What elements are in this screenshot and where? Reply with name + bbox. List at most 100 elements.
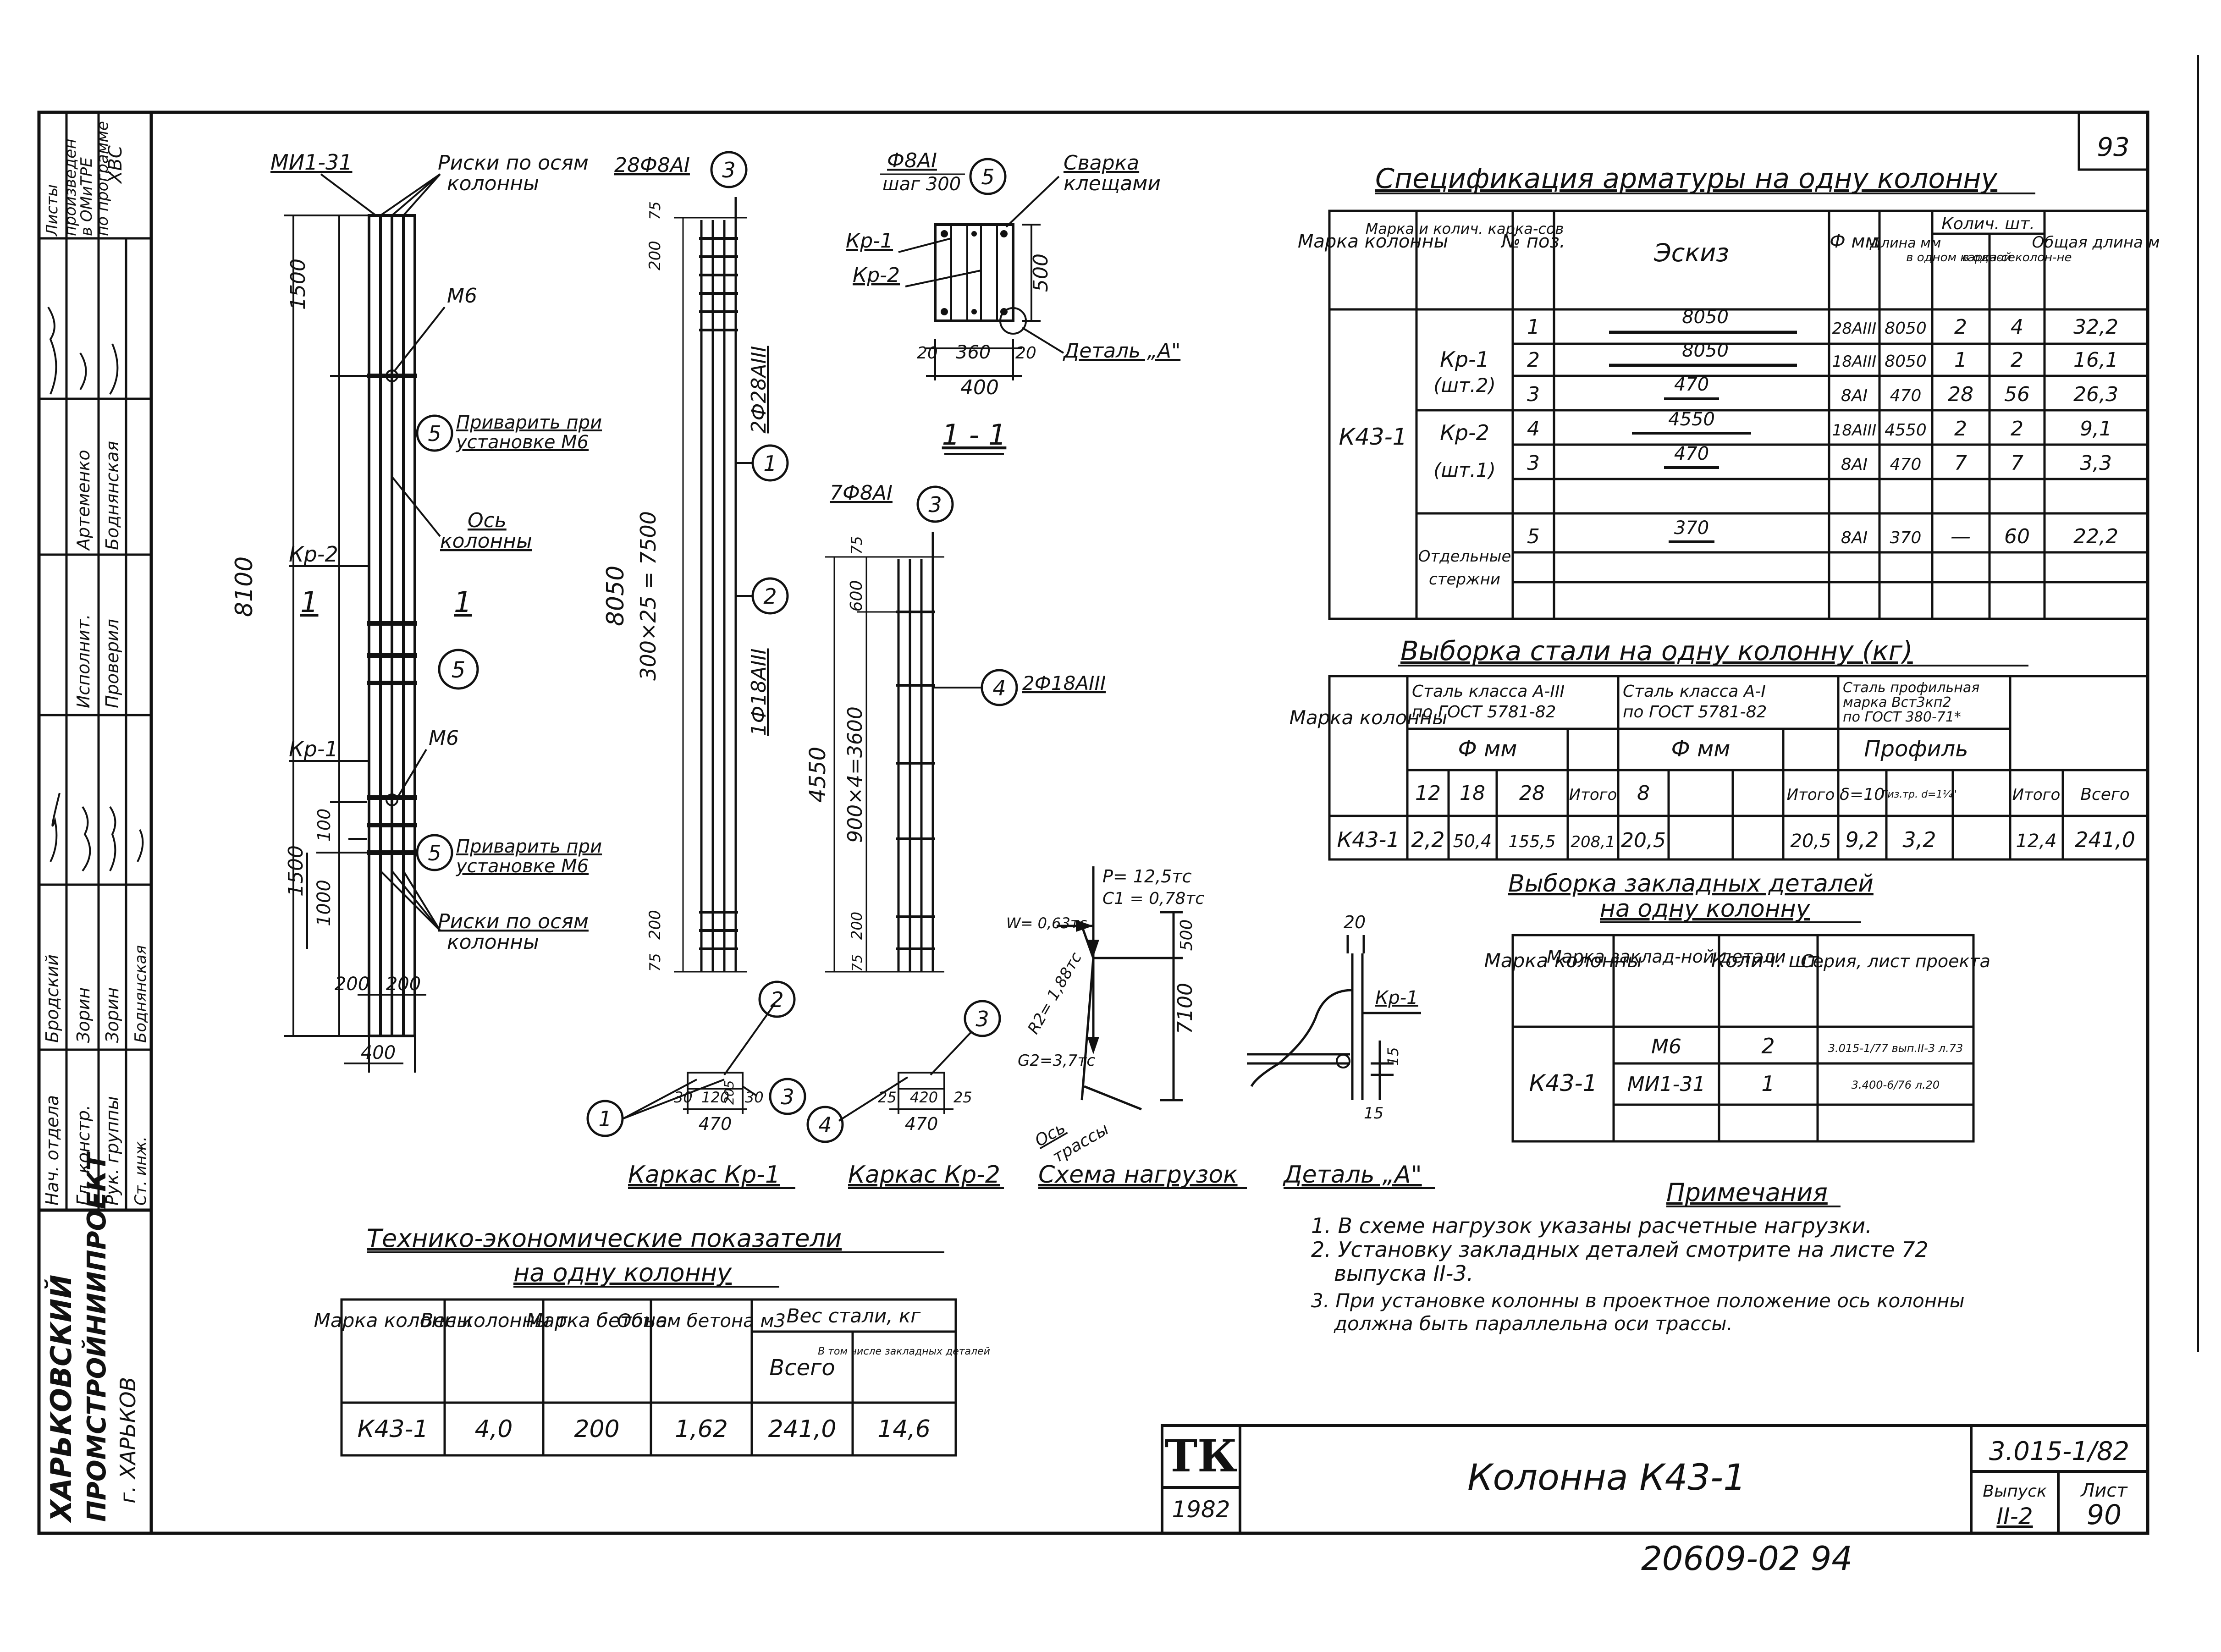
emb-h-mark: Марка колонны — [1484, 949, 1642, 972]
spec-cell: 32,2 — [2073, 315, 2118, 339]
col-dim-1000: 1000 — [314, 880, 335, 926]
kr1-detail: 1 2 3 30 120 205 30 470 Каркас Кр-1 — [586, 980, 806, 1189]
steel-subheaders: 12 18 28 Итого 8 Итого δ=10 Гиз.тр. d=1¼… — [1415, 782, 2130, 805]
emb-mark: К43-1 — [1529, 1070, 1598, 1096]
spec-cell: 9,1 — [2080, 417, 2112, 441]
load-r: R2= 1,88тс — [1024, 949, 1086, 1037]
section-d20a: 20 — [917, 344, 938, 363]
table-row: 2 8050 18АIII 8050 1 2 16,1 — [1527, 340, 2118, 372]
kr1d-d30b: 30 — [745, 1089, 764, 1106]
steel-cell: 241,0 — [2075, 827, 2135, 852]
left-stamp — [39, 112, 151, 1210]
note-1: 1. В схеме нагрузок указаны расчетные на… — [1311, 1213, 1872, 1238]
kr2-dim-bot75: 75 — [849, 954, 865, 972]
steel-cell: 155,5 — [1508, 832, 1555, 851]
col-marker-5a: 5 — [428, 421, 441, 446]
spec-cell: 4 — [2011, 315, 2023, 339]
archive-number: 20609-02 94 — [1641, 1539, 1852, 1578]
tech-cell: 1,62 — [675, 1415, 728, 1443]
spec-cell: 370 — [1890, 529, 1922, 547]
steel-sub: 28 — [1519, 782, 1545, 805]
col-top-label: МИ1-31 — [270, 150, 353, 175]
org-name-2: ПРОМСТРОЙНИИПРОЕКТ — [82, 1151, 112, 1522]
weld-label-1: Сварка — [1064, 151, 1139, 175]
marker-circle — [586, 1100, 624, 1137]
table-row: К43-1 4,0 200 1,62 241,0 14,6 — [358, 1415, 931, 1443]
risk-top-2: колонны — [447, 172, 539, 195]
spec-cell: 370 — [1674, 518, 1709, 539]
tech-h-concrete: Марка бетона — [526, 1309, 667, 1332]
spec-title: Спецификация арматуры на одну колонну — [1375, 163, 1998, 195]
tech-cell: 14,6 — [877, 1415, 931, 1443]
col-marker-5c: 5 — [428, 841, 441, 865]
steel-profile: Профиль — [1864, 736, 1968, 762]
table-row: 3 470 8АI 470 28 56 26,3 — [1527, 374, 2118, 406]
spec-cell: — — [1951, 525, 1971, 548]
marker-circle — [416, 414, 453, 452]
tech-cell: 200 — [574, 1415, 619, 1443]
signatures — [47, 306, 144, 872]
section-cut-right: 1 — [454, 585, 472, 619]
tech-table: Технико-экономические показатели на одну… — [314, 1224, 990, 1457]
kr2-dim-75: 75 — [848, 536, 865, 555]
spec-column-mark: К43-1 — [1339, 424, 1407, 450]
kr1d-d30a: 30 — [674, 1089, 693, 1106]
emb-cell: 1 — [1761, 1071, 1775, 1096]
spec-cell: 16,1 — [2073, 348, 2118, 372]
section-rebar-dots — [941, 230, 1008, 315]
spec-cell: 3 — [1527, 452, 1540, 475]
kr1d-d470: 470 — [699, 1114, 732, 1134]
kr1-dim-bot75: 75 — [646, 953, 664, 972]
spec-group1-b: (шт.2) — [1433, 374, 1496, 396]
load-scheme: P= 12,5тс C1 = 0,78тс W= 0,63тс R2= 1,88… — [1006, 866, 1247, 1189]
load-d500: 500 — [1177, 920, 1196, 951]
steel-phi2: Ф мм — [1671, 736, 1731, 762]
col-dim-400: 400 — [361, 1042, 396, 1063]
tech-h-weight: Вес колонны т — [420, 1309, 568, 1332]
spec-cell: 2 — [2011, 348, 2023, 372]
kr2d-m3: 3 — [975, 1007, 989, 1031]
steel-sub: Итого — [1787, 786, 1835, 804]
frame-kr1-elevation: 28Ф8АI 3 75 200 8050 300×25 = 7500 200 7… — [602, 151, 789, 973]
kr1d-m2: 2 — [770, 987, 783, 1012]
weld-top-2: установке М6 — [456, 432, 589, 453]
spec-cell: 7 — [1954, 452, 1967, 475]
spec-cell: 8050 — [1885, 352, 1927, 371]
stamp-notes: Листы произведен в ОМиТРЕ по программе Х… — [43, 121, 126, 237]
steel-cell: 50,4 — [1453, 831, 1492, 851]
steel-cell: 208,1 — [1571, 833, 1615, 851]
spec-cell: 2 — [1527, 348, 1540, 372]
detail-a-d15b: 15 — [1364, 1104, 1383, 1123]
steel-g2-b: по ГОСТ 5781-82 — [1623, 703, 1767, 721]
emb-h-part: Марка заклад-ной детали — [1547, 947, 1786, 967]
col-dim-100: 100 — [314, 809, 334, 842]
detail-a-d15a: 15 — [1384, 1047, 1402, 1066]
emb-cell: 3.015-1/77 вып.II-3 л.73 — [1828, 1042, 1963, 1055]
risk-bottom-1: Риски по осям — [438, 910, 589, 933]
col-dim-top: 1500 — [287, 259, 310, 310]
stamp-organization: ХАРЬКОВСКИЙ ПРОМСТРОЙНИИПРОЕКТ г. ХАРЬКО… — [44, 1151, 140, 1524]
kr1-dim-200: 200 — [646, 241, 664, 270]
kr1-label: Кр-1 — [289, 737, 338, 761]
tech-h-embedded: В том числе закладных деталей — [818, 1346, 990, 1357]
emb-h-series: Серия, лист проекта — [1801, 951, 1990, 971]
spec-cell: 470 — [1674, 443, 1709, 464]
spec-cell: 5 — [1527, 525, 1540, 548]
spec-cell: 470 — [1674, 374, 1709, 395]
spec-cell: 22,2 — [2073, 525, 2118, 548]
steel-mark-header: Марка колонны — [1290, 706, 1448, 729]
kr2-detail: 3 4 25 420 25 470 Каркас Кр-2 — [806, 1000, 1004, 1189]
kr2-label: Кр-2 — [289, 542, 338, 567]
steel-sub: Итого — [2012, 786, 2061, 804]
spec-h-len: Длина мм — [1869, 235, 1941, 251]
table-row: МИ1-31 1 3.400-6/76 л.20 — [1627, 1071, 1940, 1096]
kr2-dim-length: 4550 — [805, 747, 831, 803]
spec-cell: 18АIII — [1832, 421, 1877, 440]
steel-sub: δ=10 — [1840, 785, 1885, 804]
note-3b: должна быть параллельна оси трассы. — [1334, 1312, 1733, 1335]
section-h500: 500 — [1029, 253, 1053, 292]
kr2-dim-bot200: 200 — [848, 912, 865, 940]
spec-h-frames: Марка и колич. карка-сов — [1366, 220, 1564, 237]
emb-h-qty: Колич. шт. — [1711, 949, 1825, 972]
kr1-top-label: 28Ф8АI — [614, 154, 690, 177]
